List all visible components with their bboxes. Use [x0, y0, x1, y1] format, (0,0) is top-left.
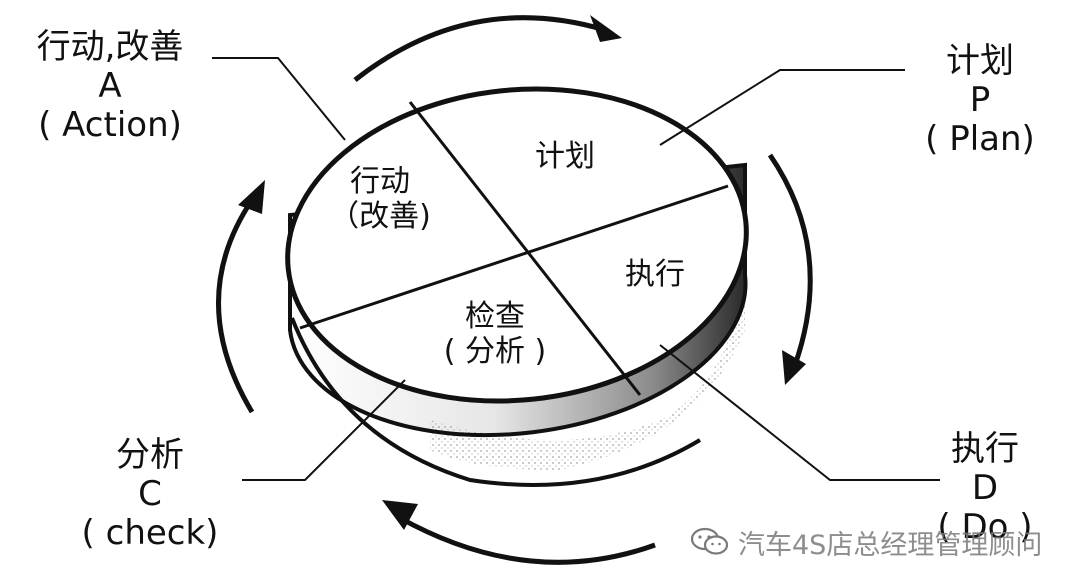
watermark: 汽车4S店总经理管理顾问 [690, 522, 1060, 562]
arrow-right [767, 153, 813, 366]
arrow-left [216, 198, 255, 414]
outer-label-check: 分析 C ( check) [81, 435, 219, 554]
watermark-text: 汽车4S店总经理管理顾问 [738, 529, 1043, 561]
outer-label-do: 执行 D ( Do ) [937, 429, 1033, 548]
arrow-left-head [238, 180, 265, 214]
leader-plan [659, 69, 905, 146]
disc-bottom-edge [290, 317, 702, 487]
segment-label-action: 行动 （改善) [329, 164, 431, 234]
arrow-top-head [590, 15, 622, 42]
leader-do [659, 344, 940, 481]
divider-line-2 [299, 184, 729, 330]
arrow-top [353, 15, 606, 82]
leader-check [242, 379, 406, 481]
divider-line-1 [408, 101, 642, 396]
arrow-right-head [782, 350, 806, 385]
disc-side-stipple [430, 290, 745, 470]
segment-label-check: 检查 ( 分析 ) [443, 299, 547, 369]
wechat-icon [690, 527, 729, 555]
arrow-bottom [398, 515, 656, 565]
outer-label-action: 行动,改善 A ( Action) [36, 27, 184, 146]
disc-top [285, 86, 749, 404]
leader-action [212, 57, 346, 141]
outer-label-plan: 计划 P ( Plan) [925, 41, 1035, 160]
segment-label-plan: 计划 [535, 139, 595, 174]
arrow-bottom-head [382, 500, 418, 530]
segment-label-do: 执行 [625, 257, 685, 292]
